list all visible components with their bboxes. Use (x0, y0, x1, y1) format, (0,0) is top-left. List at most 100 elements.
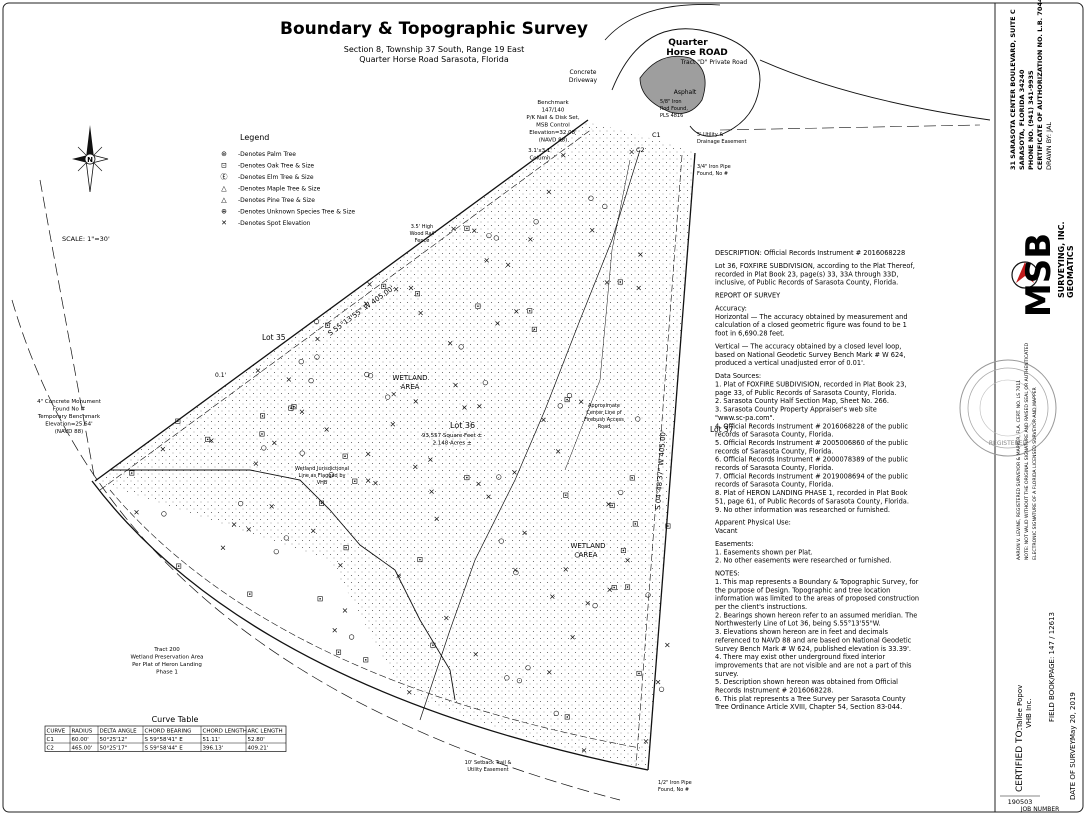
oak-tree-marker (129, 470, 135, 476)
column-line: 3.1'x3.1' (528, 148, 552, 154)
tree-center (177, 565, 180, 567)
tree-marker (299, 450, 305, 456)
spot-elevation-marker (246, 527, 251, 532)
accuracy-horizontal-line: calculation of a closed geometric figure… (715, 321, 907, 329)
column-line: Column (529, 156, 551, 162)
oak-tree-marker (563, 492, 569, 498)
tree-marker (504, 675, 510, 681)
source-line: records of Sarasota County, Florida. (715, 481, 833, 489)
tract-200-line (11, 299, 621, 801)
source-line: 1. Plat of FOXFIRE SUBDIVISION, recorded… (715, 381, 907, 389)
tree-center (416, 292, 419, 295)
lot-35-line (39, 179, 96, 482)
tree-center (619, 281, 622, 283)
iron-pipe-top-line: 3/4" Iron Pipe (697, 164, 731, 170)
spot-elevation-marker (365, 478, 371, 483)
use-heading: Apparent Physical Use: (715, 519, 791, 527)
tree-center (382, 285, 385, 288)
tree-marker (496, 474, 502, 480)
notes-heading: NOTES: (715, 570, 740, 578)
spot-elevation-marker (393, 286, 399, 292)
asphalt-label: Asphalt (674, 89, 697, 96)
concrete-driveway-line: Driveway (569, 77, 598, 84)
curve-table-cell: C2 (47, 746, 54, 752)
oak-tree-marker (352, 478, 358, 484)
tree-marker (283, 535, 289, 541)
survey-subtitle-2: Quarter Horse Road Sarasota, Florida (359, 55, 509, 64)
monument-line: Elevation=25.64' (45, 422, 92, 428)
note-line: referenced to NAVD 88 and are based on N… (715, 636, 912, 644)
tree-marker (588, 195, 594, 201)
spot-elevation-marker (134, 509, 139, 515)
oak-tree-marker (629, 475, 635, 481)
spot-elevation-marker (447, 341, 453, 346)
oak-tree-marker (475, 303, 481, 309)
oak-tree-marker (176, 563, 182, 569)
note-line: per the client's instructions. (715, 603, 807, 611)
spot-elevation-marker (484, 258, 489, 263)
title-block: 31 SARASOTA CENTER BOULEVARD, SUITE C SA… (1000, 0, 1077, 813)
spot-elevation-marker (495, 321, 500, 326)
tree-marker (574, 552, 580, 558)
note-line: survey. (715, 670, 738, 678)
note-line: Records Instrument # 2016068228. (715, 687, 833, 695)
tree-center (631, 477, 634, 479)
date-value: May 20, 2019 (1069, 692, 1077, 740)
field-book: FIELD BOOK/PAGE: 147 / 12613 (1048, 612, 1056, 722)
spot-elevation-marker (299, 409, 305, 414)
source-line: 9. No other information was researched o… (715, 506, 890, 514)
lot-36-label: Lot 36 (450, 421, 475, 430)
spot-elevation-marker (629, 149, 634, 155)
curve-table-cell: 409.21' (248, 746, 269, 752)
drawn-by: DRAWN BY: JAL (1045, 122, 1053, 170)
oak-tree-marker (417, 557, 423, 563)
note-line: Survey Bench Mark # W 624, published ele… (715, 645, 911, 653)
report-heading: REPORT OF SURVEY (715, 292, 781, 300)
tree-center (419, 558, 421, 561)
survey-points (129, 149, 671, 753)
fence-line: 3.5' High (411, 224, 433, 230)
survey-title: Boundary & Topographic Survey (280, 19, 588, 39)
road-name-2: Horse ROAD (666, 48, 728, 58)
tree-marker (261, 445, 267, 451)
curve-table-cell: 52.80' (248, 737, 265, 743)
benchmark-line: MSB Control (536, 123, 570, 129)
job-number: 190503 (1008, 798, 1033, 806)
iron-rod-line: PLS 4816 (660, 113, 683, 119)
monument-line: 4" Concrete Monument (37, 399, 102, 405)
tree-marker (493, 235, 499, 241)
spot-elevation-marker (407, 689, 412, 695)
tree-center (293, 405, 295, 408)
spot-elevation-marker (310, 528, 316, 534)
tree-marker (645, 592, 651, 598)
tree-center (130, 472, 133, 474)
legend: Legend ⊛-Denotes Palm Tree⊡-Denotes Oak … (221, 133, 356, 227)
fence-line: Fence (415, 238, 430, 244)
note-line: 6. This plat represents a Tree Survey pe… (715, 695, 906, 703)
spot-elevation-marker (462, 405, 467, 410)
spot-elevation-marker (269, 504, 274, 509)
oak-symbol-icon: ⊡ (221, 162, 227, 170)
spot-elevation-marker (342, 608, 348, 613)
curve-table-cell: S 59°58'44" E (145, 746, 184, 752)
tree-center (248, 593, 251, 595)
easement-line: 1. Easements shown per Plat. (715, 548, 813, 556)
legend-item-maple: -Denotes Maple Tree & Size (238, 186, 321, 193)
oak-tree-marker (317, 596, 323, 602)
tree-marker (516, 678, 523, 684)
tract200-line: Wetland Preservation Area (130, 655, 203, 661)
tree-marker (314, 354, 320, 360)
certified-label: CERTIFIED TO: (1015, 728, 1025, 793)
tree-marker (348, 634, 355, 640)
access-road-centerline (419, 149, 641, 721)
tract200-line: Per Plat of Heron Landing (132, 662, 202, 668)
spot-elevation-marker (367, 281, 372, 287)
note-line: 1. This map represents a Boundary & Topo… (715, 578, 919, 586)
center-line-line: Approximate (588, 403, 620, 409)
spot-elevation-marker (561, 152, 566, 158)
spot-elevation-marker (514, 309, 519, 314)
tree-marker (298, 359, 304, 365)
description-line: Lot 36, FOXFIRE SUBDIVISION, according t… (715, 262, 915, 270)
